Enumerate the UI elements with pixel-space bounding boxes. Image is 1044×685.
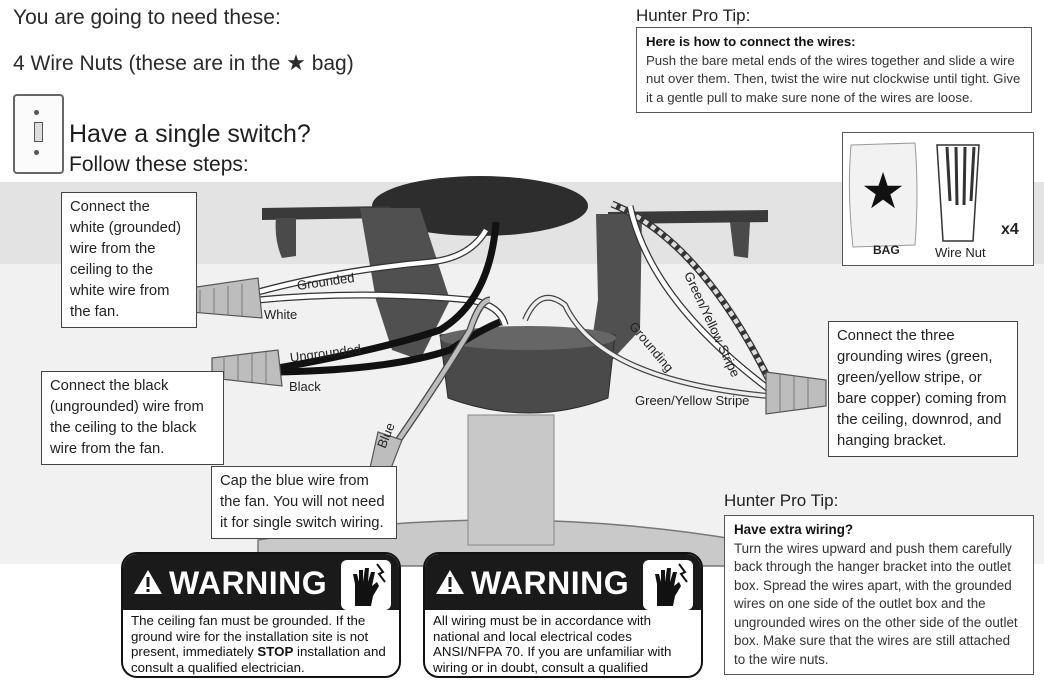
- star-icon: ★: [861, 163, 906, 219]
- bracket-right-hook: [730, 222, 750, 258]
- pro-tip-connect-wires: Here is how to connect the wires: Push t…: [636, 27, 1032, 113]
- label-white: White: [264, 307, 298, 322]
- star-icon: ★: [286, 50, 306, 75]
- warning-triangle-icon: [134, 570, 162, 594]
- warning-title: WARNING: [471, 565, 630, 601]
- pro-tip-heading: Hunter Pro Tip:: [636, 6, 751, 25]
- pro-tip-extra-body: Turn the wires upward and push them care…: [734, 540, 1018, 667]
- ceiling-black-wire: [277, 221, 500, 372]
- bag-shape: [848, 142, 918, 248]
- quantity-label: x4: [1001, 221, 1019, 238]
- callout-white-wire: Connect the white (grounded) wire from t…: [61, 192, 197, 328]
- wire-nuts-requirement: 4 Wire Nuts (these are in the ★ bag): [13, 50, 354, 76]
- bracket-left-arm: [262, 206, 392, 220]
- warning-header: WARNING: [123, 554, 399, 610]
- fan-black-wire: [277, 318, 502, 376]
- warning-header: WARNING: [425, 554, 701, 610]
- warning-text: The ceiling fan must be grounded. If the…: [131, 613, 369, 659]
- pro-tip-extra-subheading: Have extra wiring?: [734, 522, 854, 537]
- callout-black-wire: Connect the black (ungrounded) wire from…: [41, 371, 224, 465]
- blue-wire: [393, 297, 491, 447]
- bracket-left-body: [360, 208, 450, 360]
- bracket-right-body: [592, 214, 642, 360]
- downrod: [467, 414, 555, 546]
- parts-box: ★ BAG Wire Nut x4: [842, 132, 1034, 266]
- pro-tip-extra-heading: Hunter Pro Tip:: [724, 491, 839, 510]
- warning-electrical-codes: WARNING All wiring must be in accordance…: [423, 552, 703, 678]
- wire-nut-label: Wire Nut: [935, 245, 986, 260]
- switch-screw: [34, 110, 39, 115]
- switch-toggle: [34, 122, 43, 142]
- wire-nuts-text: 4 Wire Nuts (these are in the: [13, 52, 281, 75]
- bag-label: BAG: [873, 243, 900, 257]
- wire-nut-white: [189, 277, 263, 319]
- pro-tip-extra-wiring: Have extra wiring? Turn the wires upward…: [724, 515, 1034, 675]
- follow-steps-heading: Follow these steps:: [69, 153, 249, 176]
- pro-tip-body: Push the bare metal ends of the wires to…: [646, 52, 1021, 105]
- electric-shock-hand-icon: [341, 560, 391, 610]
- bracket-left-hook: [275, 218, 296, 258]
- warning-triangle-icon: [436, 570, 464, 594]
- wire-nut-ground: [765, 371, 827, 415]
- pro-tip-subheading: Here is how to connect the wires:: [646, 34, 856, 49]
- warning-body: All wiring must be in accordance with na…: [433, 613, 672, 676]
- callout-blue-wire: Cap the blue wire from the fan. You will…: [211, 466, 397, 539]
- switch-screw: [34, 150, 39, 155]
- ceiling-plate: [372, 176, 588, 236]
- warning-title: WARNING: [169, 565, 328, 601]
- warning-body: The ceiling fan must be grounded. If the…: [123, 610, 399, 676]
- electric-shock-hand-icon: [643, 560, 693, 610]
- bag-text: bag): [311, 52, 354, 75]
- warning-stop: STOP: [257, 644, 294, 659]
- callout-grounding-wires: Connect the three grounding wires (green…: [828, 321, 1018, 457]
- single-switch-heading: Have a single switch?: [69, 120, 311, 148]
- need-title: You are going to need these:: [13, 6, 281, 29]
- label-black: Black: [289, 379, 321, 394]
- warning-text-end: installation and consult a qualified ele…: [131, 644, 386, 675]
- light-switch-icon: [13, 94, 64, 174]
- warning-grounding: WARNING The ceiling fan must be grounded…: [121, 552, 401, 678]
- parts-illustration: ★: [848, 142, 980, 248]
- label-green-yellow: Green/Yellow Stripe: [635, 393, 750, 408]
